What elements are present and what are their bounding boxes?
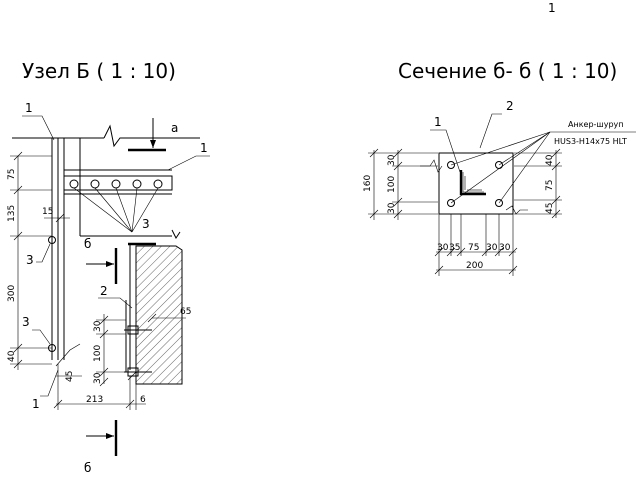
dim-6: 6 <box>140 395 146 405</box>
dim-40: 40 <box>7 350 17 362</box>
bottom-dim-chain <box>53 364 146 410</box>
section-dim-160: 160 <box>363 175 373 192</box>
dim-75: 75 <box>7 169 17 180</box>
beam <box>12 124 200 239</box>
anchor-note-line1: Анкер-шуруп <box>568 120 624 129</box>
section-mark-middle: б <box>84 237 91 251</box>
anchor-leaders <box>450 131 636 204</box>
callout-3-top: 3 <box>142 217 150 231</box>
callout-2-section: 2 <box>506 99 514 113</box>
section-left-dims <box>368 148 438 220</box>
section-angle <box>459 170 486 196</box>
section-mark-bottom: б <box>84 461 91 475</box>
callout-1-top-right: 1 <box>200 141 208 155</box>
inner-dim-chain <box>96 314 126 387</box>
section-dim-200: 200 <box>466 261 483 271</box>
section-dim-b75: 75 <box>468 243 479 253</box>
dim-15-mark <box>44 213 70 223</box>
left-view-title: Узел Б ( 1 : 10) <box>22 59 176 83</box>
bolt-row <box>69 179 163 189</box>
section-b-marker-middle <box>86 248 118 284</box>
dim-inner-100: 100 <box>93 345 103 362</box>
section-right-dims <box>514 148 562 219</box>
section-dim-b30-a: 30 <box>437 243 449 253</box>
dim-15: 15 <box>42 207 53 217</box>
callout-1-bottom: 1 <box>32 397 40 411</box>
section-bottom-dims <box>434 214 518 276</box>
right-view-title: Сечение б- б ( 1 : 10) <box>398 59 617 83</box>
section-dim-30-bottom: 30 <box>387 202 397 214</box>
section-dim-100: 100 <box>387 176 397 193</box>
weld-line <box>55 343 81 367</box>
section-dim-45: 45 <box>545 203 555 214</box>
concrete-wall <box>135 245 183 385</box>
dim-65-label: 65 <box>180 307 191 317</box>
angle-bracket <box>124 242 156 377</box>
leader-1-section <box>430 129 461 173</box>
bolt-leaders <box>73 187 159 233</box>
dim-inner-30-bottom: 30 <box>93 372 103 384</box>
section-b-marker-bottom <box>86 420 118 456</box>
dim-inner-30-top: 30 <box>93 320 103 332</box>
section-dim-30-top: 30 <box>387 154 397 166</box>
section-dim-b30-b: 30 <box>486 243 498 253</box>
column-plate <box>51 138 65 360</box>
callout-2-left: 2 <box>100 284 108 298</box>
callout-3-mid: 3 <box>26 253 34 267</box>
dim-300: 300 <box>7 285 17 302</box>
section-dim-75: 75 <box>545 180 555 191</box>
hole-upper <box>48 236 56 244</box>
leader-2-section <box>479 113 502 149</box>
dim-213: 213 <box>86 395 103 405</box>
section-label-a: а <box>171 121 178 135</box>
section-dim-40: 40 <box>545 154 555 166</box>
callout-1-top-left: 1 <box>25 101 33 115</box>
left-dim-chain <box>10 151 52 370</box>
dim-135: 135 <box>7 205 17 222</box>
dim-45: 45 <box>65 371 75 382</box>
sheet-number: 1 <box>548 1 556 15</box>
section-a-marker <box>128 118 166 152</box>
callout-3-low: 3 <box>22 315 30 329</box>
section-dim-b35: 35 <box>449 243 460 253</box>
anchor-note-line2: HUS3-H14x75 HLT <box>554 137 627 146</box>
break-right <box>505 205 528 215</box>
callout-1-section: 1 <box>434 115 442 129</box>
dim-65 <box>147 313 186 323</box>
anchor-holes <box>447 161 503 207</box>
section-dim-b30-c: 30 <box>499 243 511 253</box>
